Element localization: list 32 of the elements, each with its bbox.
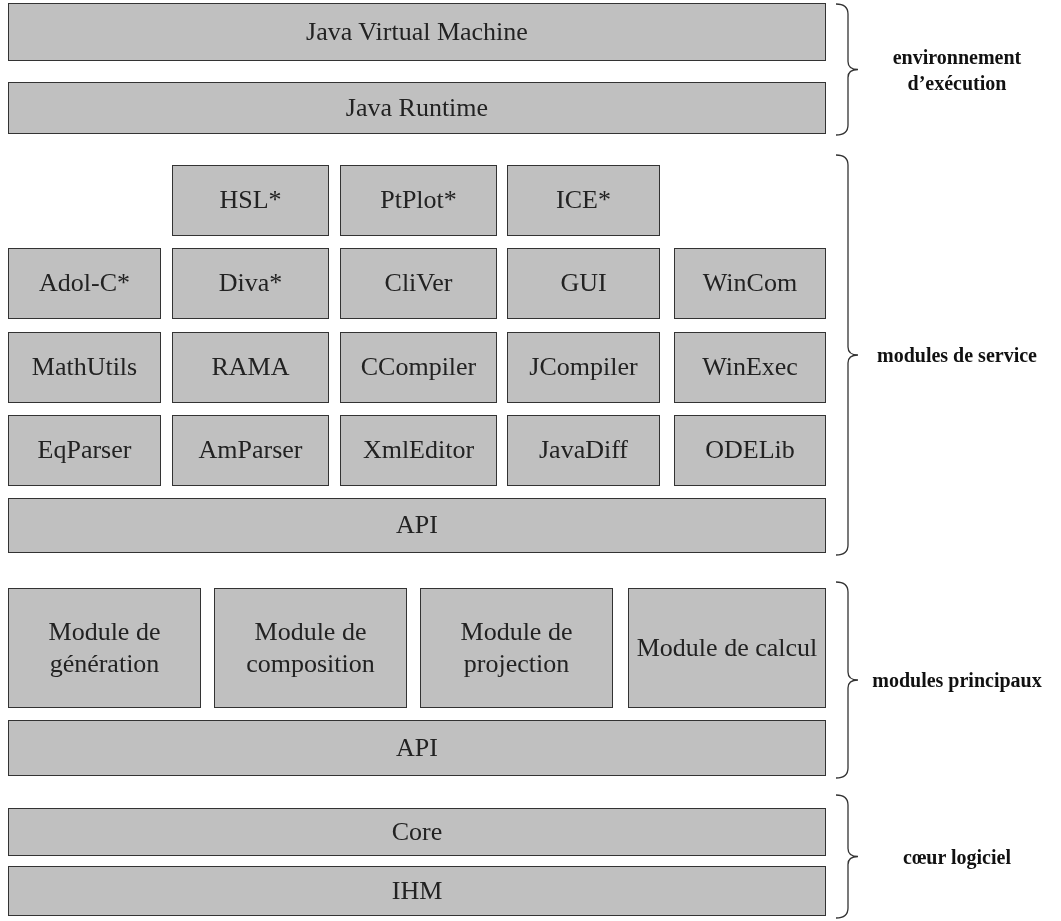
layer-box: GUI [507,248,660,319]
layer-box: ICE* [507,165,660,236]
layer-box: ODELib [674,415,826,486]
layer-box: AmParser [172,415,329,486]
layer-box: MathUtils [8,332,161,403]
group-label: cœur logiciel [902,844,1012,870]
layer-box: PtPlot* [340,165,497,236]
layer-box: Module de projection [420,588,613,708]
layer-box: WinCom [674,248,826,319]
layer-box: Diva* [172,248,329,319]
layer-box: Module de composition [214,588,407,708]
layer-box: WinExec [674,332,826,403]
layer-box: JavaDiff [507,415,660,486]
layer-box: HSL* [172,165,329,236]
layer-box: Java Runtime [8,82,826,134]
layer-box: CCompiler [340,332,497,403]
layer-box: Adol-C* [8,248,161,319]
layer-box: Module de calcul [628,588,826,708]
layer-box: API [8,498,826,553]
layer-box: EqParser [8,415,161,486]
group-label: modules de service [876,343,1038,368]
layer-box: IHM [8,866,826,916]
layer-box: RAMA [172,332,329,403]
group-label: modules principaux [871,668,1043,693]
layer-box: CliVer [340,248,497,319]
layer-box: XmlEditor [340,415,497,486]
layer-box: API [8,720,826,776]
layer-box: Java Virtual Machine [8,3,826,61]
layer-box: Core [8,808,826,856]
group-label: environnement d’exécution [891,44,1023,96]
layer-box: Module de génération [8,588,201,708]
layer-box: JCompiler [507,332,660,403]
